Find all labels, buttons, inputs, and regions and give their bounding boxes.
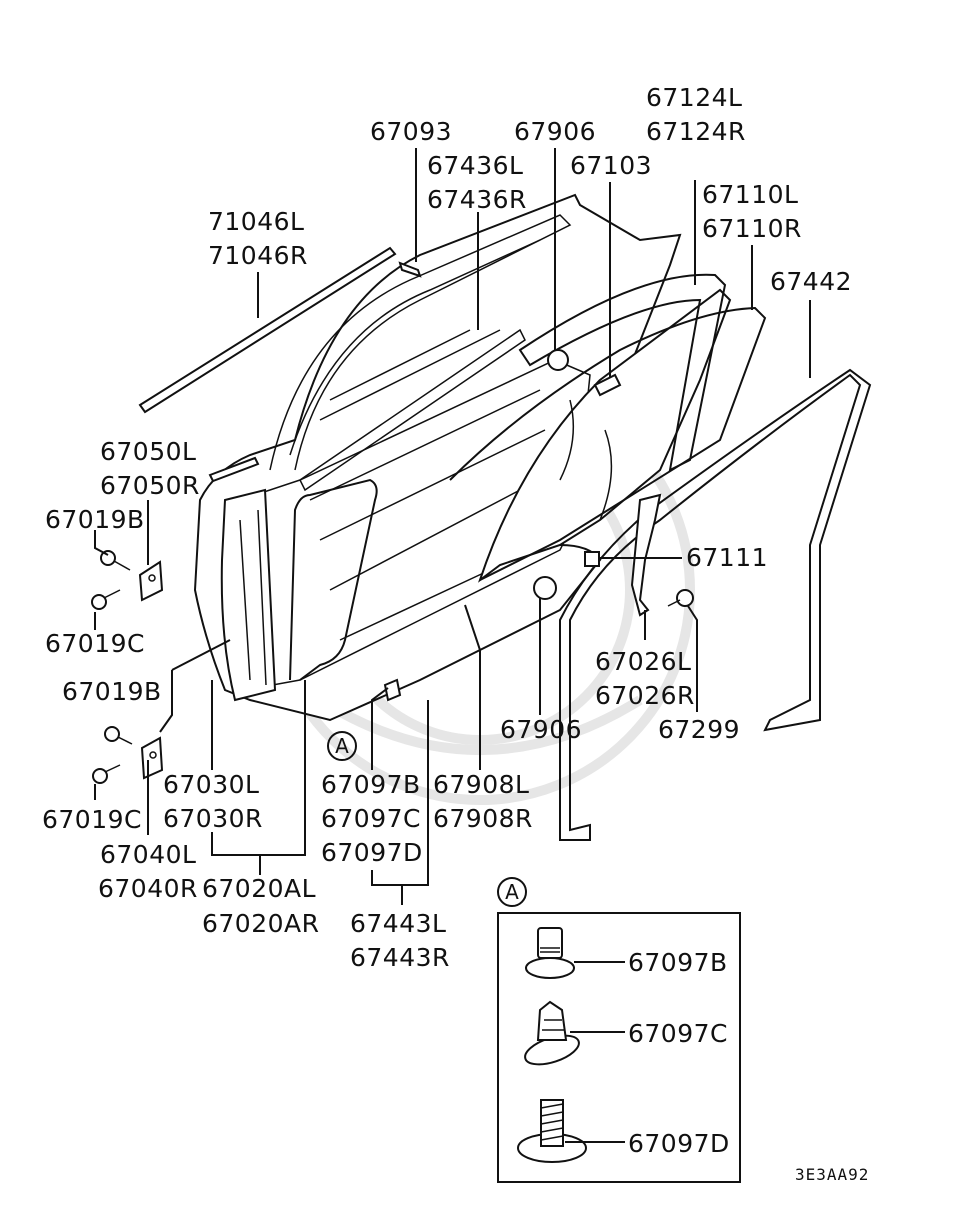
label-67908L: 67908L <box>433 770 529 799</box>
leader-lines <box>94 148 811 905</box>
label-67124L: 67124L <box>646 83 742 112</box>
label-67906-bottom: 67906 <box>500 715 582 744</box>
label-71046R: 71046R <box>208 241 308 270</box>
label-67030L: 67030L <box>163 770 259 799</box>
detail-a-box: A 67097B 67097C 67097D <box>497 877 741 1183</box>
label-67040L: 67040L <box>100 840 196 869</box>
label-67443L: 67443L <box>350 909 446 938</box>
label-67026L: 67026L <box>595 647 691 676</box>
part-labels: 71046L 71046R 67093 67906 67436L 67436R … <box>42 83 852 972</box>
label-67020AR: 67020AR <box>202 909 320 938</box>
label-67030R: 67030R <box>163 804 263 833</box>
label-67019B-bottom: 67019B <box>62 677 162 706</box>
label-67111: 67111 <box>686 543 768 572</box>
label-67097C: 67097C <box>321 804 421 833</box>
label-67097D: 67097D <box>321 838 423 867</box>
label-67019C-top: 67019C <box>45 629 145 658</box>
label-67110R: 67110R <box>702 214 802 243</box>
label-67436R: 67436R <box>427 185 527 214</box>
label-67443R: 67443R <box>350 943 450 972</box>
callout-marker-a: A <box>327 731 357 761</box>
clip-67097c-drawing <box>524 1000 580 1066</box>
label-67050L: 67050L <box>100 437 196 466</box>
label-67019B-top: 67019B <box>45 505 145 534</box>
label-67442: 67442 <box>770 267 852 296</box>
diagram-code: 3E3AA92 <box>795 1165 869 1184</box>
label-67019C-bottom: 67019C <box>42 805 142 834</box>
label-67040R: 67040R <box>98 874 198 903</box>
label-67908R: 67908R <box>433 804 533 833</box>
label-67026R: 67026R <box>595 681 695 710</box>
clip-67097d-drawing <box>517 1099 587 1163</box>
label-71046L: 71046L <box>208 207 304 236</box>
detail-label-67097C: 67097C <box>628 1019 728 1048</box>
label-67110L: 67110L <box>702 180 798 209</box>
label-67124R: 67124R <box>646 117 746 146</box>
callout-marker-a-text: A <box>335 734 349 758</box>
label-67020AL: 67020AL <box>202 874 316 903</box>
label-67436L: 67436L <box>427 151 523 180</box>
label-67050R: 67050R <box>100 471 200 500</box>
label-67097B: 67097B <box>321 770 421 799</box>
label-67093: 67093 <box>370 117 452 146</box>
label-67103: 67103 <box>570 151 652 180</box>
label-67299: 67299 <box>658 715 740 744</box>
detail-label-67097D: 67097D <box>628 1129 730 1158</box>
door-assembly-drawing <box>91 193 872 841</box>
label-67906-top: 67906 <box>514 117 596 146</box>
clip-67097b-drawing <box>525 927 575 979</box>
detail-label-67097B: 67097B <box>628 948 728 977</box>
detail-marker-a-text: A <box>505 880 519 904</box>
